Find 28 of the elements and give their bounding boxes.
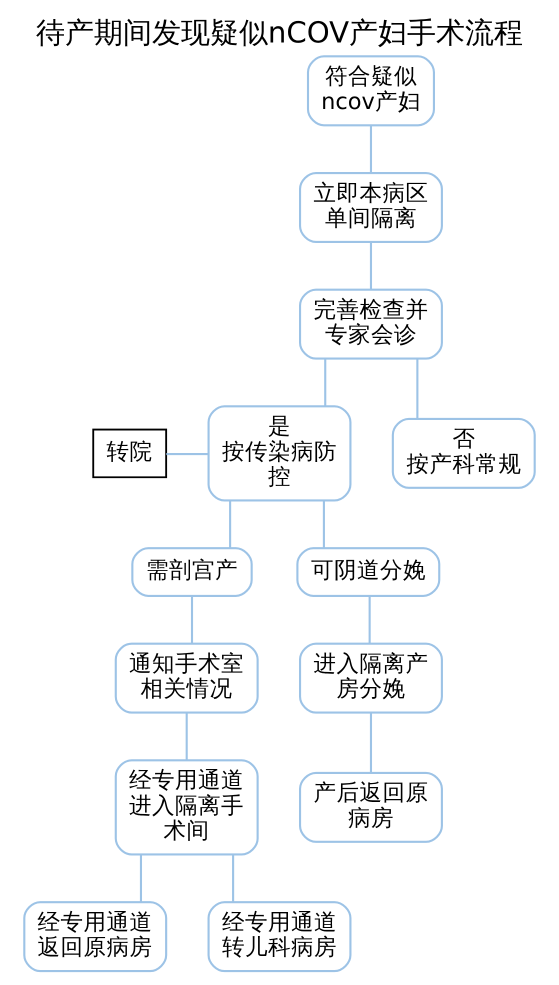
connector bbox=[370, 242, 372, 290]
connector bbox=[229, 500, 232, 548]
connector bbox=[140, 854, 142, 902]
node-box: 完善检查并专家会诊 bbox=[299, 288, 443, 360]
node-box: 通知手术室相关情况 bbox=[114, 642, 259, 714]
node-box: 符合疑似ncov产妇 bbox=[306, 55, 435, 126]
connector bbox=[324, 358, 326, 406]
connector bbox=[370, 126, 372, 173]
node-box: 立即本病区单间隔离 bbox=[299, 172, 443, 243]
connector bbox=[186, 712, 188, 760]
connector bbox=[190, 596, 194, 644]
node-box: 经专用通道转儿科病房 bbox=[208, 901, 352, 972]
node-box: 进入隔离产房分娩 bbox=[299, 642, 443, 714]
connector bbox=[232, 854, 234, 902]
connector bbox=[416, 358, 418, 419]
node-box: 经专用通道进入隔离手术间 bbox=[114, 759, 259, 856]
node-box: 需剖宫产 bbox=[131, 547, 253, 597]
node-box: 产后返回原病房 bbox=[299, 772, 443, 843]
node-box: 经专用通道返回原病房 bbox=[23, 901, 168, 972]
diagram-title: 待产期间发现疑似nCOV产妇手术流程 bbox=[36, 16, 524, 50]
node-box: 否 按产科常规 bbox=[392, 418, 536, 489]
connector bbox=[370, 712, 372, 773]
node-box: 转院 bbox=[92, 428, 168, 478]
connector bbox=[368, 596, 371, 644]
connector bbox=[322, 500, 325, 548]
node-box: 是 按传染病防控 bbox=[208, 405, 352, 502]
connector bbox=[166, 453, 208, 456]
node-box: 可阴道分娩 bbox=[296, 547, 440, 597]
